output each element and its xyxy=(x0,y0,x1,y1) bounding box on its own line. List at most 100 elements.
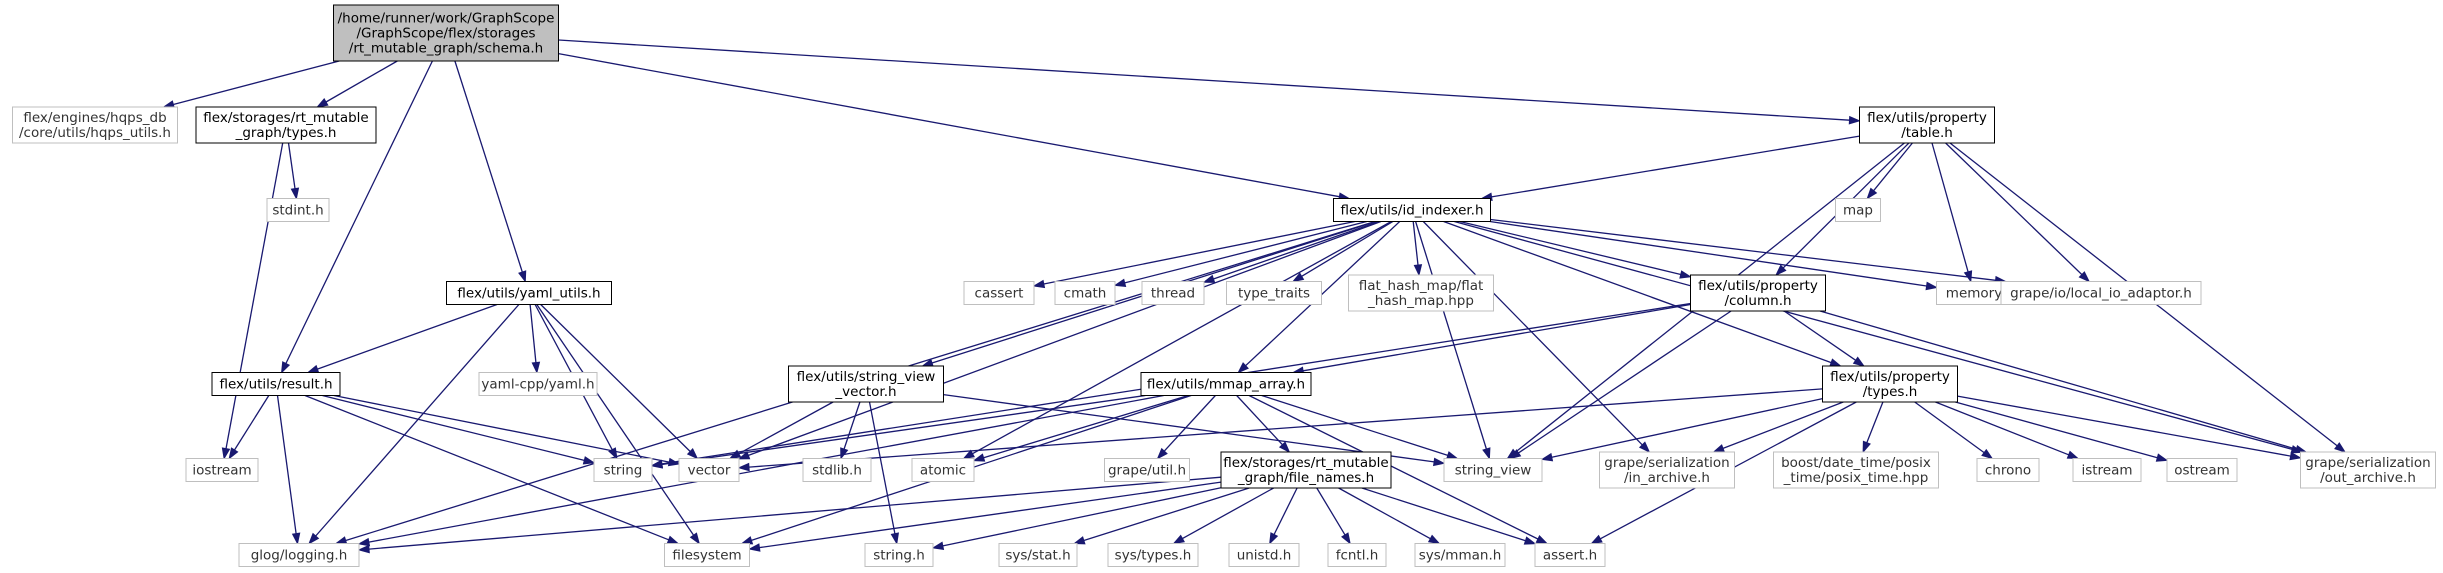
edge-line xyxy=(1819,310,2297,450)
node-chrono: chrono xyxy=(1976,458,2040,482)
node-box xyxy=(664,543,750,567)
node-stringh: string.h xyxy=(864,543,934,567)
edge-arrowhead xyxy=(931,541,945,550)
include-edge-yaml_utils-to-vector xyxy=(540,304,699,460)
edge-line xyxy=(1422,221,1643,446)
include-edge-id_indexer-to-cmath xyxy=(1113,220,1367,287)
edge-arrowhead xyxy=(2066,450,2080,460)
node-label-line: /table.h xyxy=(1901,125,1953,141)
edge-line xyxy=(1957,395,2291,457)
include-edge-prop_column-to-string_view xyxy=(1508,310,1732,460)
node-box xyxy=(1859,106,1995,144)
include-edge-file_names-to-stringh xyxy=(931,487,1222,550)
node-file_names[interactable]: flex/storages/rt_mutable_graph/file_name… xyxy=(1220,451,1392,489)
edge-arrowhead xyxy=(316,98,329,108)
node-box xyxy=(1107,543,1199,567)
node-box xyxy=(963,281,1035,305)
node-rt_types[interactable]: flex/storages/rt_mutable_graph/types.h xyxy=(195,106,377,144)
node-label-line: /home/runner/work/GraphScope xyxy=(338,11,555,27)
node-label-line: atomic xyxy=(920,463,966,479)
node-box xyxy=(1327,543,1387,567)
edge-arrowhead xyxy=(737,451,751,460)
include-edge-file_names-to-glog xyxy=(357,476,1222,554)
node-label-line: ostream xyxy=(2174,463,2230,479)
edge-line xyxy=(1273,487,1298,535)
edge-line xyxy=(1443,220,1832,364)
node-label-line: string_view xyxy=(1455,463,1532,479)
edge-line xyxy=(1866,401,1884,443)
node-box xyxy=(998,543,1078,567)
edge-line xyxy=(287,142,296,189)
node-label-line: sys/stat.h xyxy=(1005,548,1070,564)
edge-line xyxy=(1338,487,1431,540)
edge-arrowhead xyxy=(1156,447,1168,460)
edge-line xyxy=(325,60,398,103)
node-prop_table[interactable]: flex/utils/property/table.h xyxy=(1859,106,1995,144)
node-map: map xyxy=(1835,198,1881,222)
edge-arrowhead xyxy=(890,532,900,545)
node-sys_mman: sys/mman.h xyxy=(1414,543,1506,567)
node-label-line: _time/posix_time.hpp xyxy=(1783,470,1929,486)
node-box xyxy=(12,106,178,144)
node-yaml_utils[interactable]: flex/utils/yaml_utils.h xyxy=(446,281,612,305)
node-id_indexer[interactable]: flex/utils/id_indexer.h xyxy=(1333,198,1491,222)
edge-line xyxy=(1955,401,2158,459)
node-grape_util: grape/util.h xyxy=(1104,458,1190,482)
include-edge-id_indexer-to-out_archive xyxy=(1454,220,2304,454)
edge-line xyxy=(285,60,433,364)
node-prop_column[interactable]: flex/utils/property/column.h xyxy=(1690,274,1826,312)
node-label-line: /out_archive.h xyxy=(2320,470,2416,486)
edge-line xyxy=(558,52,1340,198)
node-ostream: ostream xyxy=(2166,458,2238,482)
include-edge-result-to-iostream xyxy=(228,395,270,460)
include-edge-prop_table-to-memory xyxy=(1931,142,1973,283)
node-sv_vector[interactable]: flex/utils/string_view_vector.h xyxy=(788,365,944,403)
edge-line xyxy=(1491,135,1860,198)
edge-arrowhead xyxy=(1237,362,1249,374)
edge-line xyxy=(173,60,340,106)
node-label-line: assert.h xyxy=(1543,548,1597,564)
node-label-line: _hash_map.hpp xyxy=(1367,293,1474,309)
edge-arrowhead xyxy=(1590,534,1603,545)
include-edge-file_names-to-sys_mman xyxy=(1338,487,1441,545)
node-box xyxy=(1226,281,1322,305)
node-prop_types[interactable]: flex/utils/property/types.h xyxy=(1822,365,1958,403)
node-label-line: _vector.h xyxy=(834,384,896,400)
include-edge-yaml_utils-to-glog xyxy=(308,304,520,545)
edge-arrowhead xyxy=(1172,534,1185,545)
edge-arrowhead xyxy=(1638,441,1651,454)
include-edge-result-to-glog xyxy=(276,395,301,545)
node-label-line: flex/utils/mmap_array.h xyxy=(1147,377,1305,393)
edge-line xyxy=(943,393,1435,463)
edge-layer xyxy=(162,39,2347,554)
node-schema[interactable]: /home/runner/work/GraphScope/GraphScope/… xyxy=(333,4,559,62)
node-hqps_utils: flex/engines/hqps_db/core/utils/hqps_uti… xyxy=(12,106,178,144)
node-type_traits: type_traits xyxy=(1226,281,1322,305)
edge-line xyxy=(1518,310,1732,454)
edge-arrowhead xyxy=(1072,536,1086,545)
edge-line xyxy=(759,481,1222,549)
include-edge-id_indexer-to-prop_column xyxy=(1459,220,1692,279)
edge-line xyxy=(1301,220,1394,277)
edge-arrowhead xyxy=(1712,444,1726,453)
node-box xyxy=(1348,274,1494,312)
edge-line xyxy=(558,39,1850,121)
node-string: string xyxy=(593,458,653,482)
edge-arrowhead xyxy=(2155,453,2169,462)
node-box xyxy=(2072,458,2142,482)
node-cmath: cmath xyxy=(1054,281,1116,305)
edge-line xyxy=(1361,487,1526,542)
node-label-line: /column.h xyxy=(1724,293,1791,309)
edge-line xyxy=(304,394,669,541)
node-box xyxy=(2166,458,2238,482)
edge-line xyxy=(1459,220,1681,276)
node-result[interactable]: flex/utils/result.h xyxy=(211,372,341,396)
node-mmap_array[interactable]: flex/utils/mmap_array.h xyxy=(1140,372,1312,396)
edge-arrowhead xyxy=(357,537,371,547)
edge-line xyxy=(1935,401,2069,456)
include-edge-schema-to-yaml_utils xyxy=(454,60,527,283)
node-label-line: flex/utils/string_view xyxy=(797,369,936,385)
node-label-line: stdlib.h xyxy=(812,463,862,479)
edge-arrowhead xyxy=(1775,264,1787,277)
node-box xyxy=(1140,372,1312,396)
